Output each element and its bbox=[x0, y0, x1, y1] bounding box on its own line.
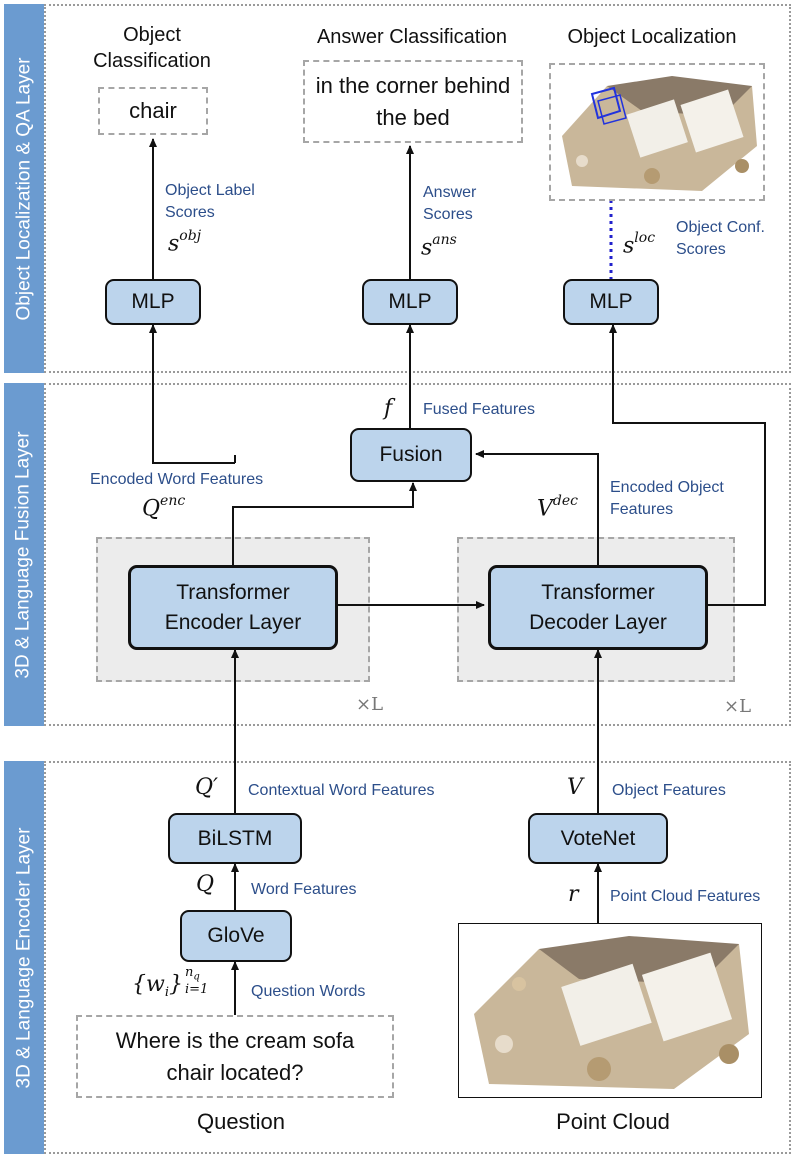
fused-features-label: Fused Features bbox=[423, 401, 536, 418]
layer-frame-top bbox=[44, 4, 791, 373]
s-loc-base: s bbox=[623, 233, 635, 259]
layer-frame-bottom bbox=[44, 761, 791, 1154]
word-features-label: Word Features bbox=[251, 881, 357, 898]
object-conf-scores-label: Object Conf. Scores bbox=[676, 219, 765, 258]
object-localization-title: Object Localization bbox=[567, 26, 737, 48]
v-dec-sup: dec bbox=[552, 493, 578, 509]
point-cloud-render bbox=[474, 936, 749, 1089]
transformer-encoder-layer: Transformer Encoder Layer bbox=[128, 565, 338, 650]
object-conf-scores-symbol: sloc bbox=[623, 230, 656, 259]
votenet-module: VoteNet bbox=[528, 813, 668, 864]
bilstm-module: BiLSTM bbox=[168, 813, 302, 864]
q-enc-sup: enc bbox=[160, 493, 186, 509]
encoded-object-features-symbol: Vdec bbox=[537, 493, 578, 522]
i-range: i=1 bbox=[185, 981, 209, 997]
mlp-mid: MLP bbox=[362, 279, 458, 325]
nq-base: n bbox=[185, 965, 194, 980]
object-classification-title: Object Classification bbox=[93, 24, 211, 72]
object-label-scores-label: Object Label Scores bbox=[165, 182, 255, 221]
glove-module: GloVe bbox=[180, 910, 292, 962]
object-features-symbol: V bbox=[567, 775, 583, 800]
fusion-module: Fusion bbox=[350, 428, 472, 482]
word-features-symbol: Q bbox=[196, 872, 215, 897]
object-label-scores-symbol: sobj bbox=[168, 228, 202, 257]
decoder-repeat-label: ×L bbox=[724, 696, 752, 717]
layer-tab-middle: 3D & Language Fusion Layer bbox=[4, 383, 44, 726]
mlp-right: MLP bbox=[563, 279, 659, 325]
s-obj-base: s bbox=[168, 231, 180, 257]
q-enc-base: Q bbox=[142, 496, 161, 522]
s-ans-sup: ans bbox=[432, 232, 457, 248]
answer-scores-label: Answer Scores bbox=[423, 184, 477, 223]
w-open: {w bbox=[132, 971, 165, 997]
transformer-decoder-layer: Transformer Decoder Layer bbox=[488, 565, 708, 650]
contextual-word-features-symbol: Q′ bbox=[195, 775, 219, 800]
fused-features-symbol: f bbox=[384, 396, 393, 421]
point-cloud-features-symbol: r bbox=[568, 882, 579, 907]
point-cloud-render-small bbox=[562, 76, 757, 191]
s-obj-sup: obj bbox=[179, 228, 202, 244]
nq-sub: q bbox=[193, 971, 200, 983]
encoded-word-features-symbol: Qenc bbox=[142, 493, 186, 522]
answer-scores-symbol: sans bbox=[421, 232, 457, 261]
layer-tab-top: Object Localization & QA Layer bbox=[4, 4, 44, 373]
w-sub: i bbox=[164, 985, 169, 1001]
layer-tab-bottom: 3D & Language Encoder Layer bbox=[4, 761, 44, 1154]
answer-classification-title: Answer Classification bbox=[316, 26, 508, 48]
encoded-word-features-label: Encoded Word Features bbox=[90, 471, 264, 488]
point-cloud-image bbox=[458, 923, 762, 1098]
mlp-left: MLP bbox=[105, 279, 201, 325]
question-caption: Question bbox=[196, 1109, 286, 1134]
question-input: Where is the cream sofa chair located? bbox=[76, 1015, 394, 1098]
object-features-label: Object Features bbox=[612, 782, 726, 799]
contextual-word-features-label: Contextual Word Features bbox=[248, 782, 435, 799]
point-cloud-caption: Point Cloud bbox=[556, 1109, 670, 1134]
question-words-label: Question Words bbox=[251, 983, 366, 1000]
s-loc-sup: loc bbox=[634, 230, 656, 246]
layer-frame-middle bbox=[44, 383, 791, 726]
s-ans-base: s bbox=[421, 235, 433, 261]
object-class-output: chair bbox=[98, 87, 208, 135]
w-close: } bbox=[169, 971, 183, 997]
encoder-repeat-label: ×L bbox=[356, 694, 384, 715]
point-cloud-features-label: Point Cloud Features bbox=[610, 888, 761, 905]
answer-output: in the corner behind the bed bbox=[303, 60, 523, 143]
encoded-object-features-label: Encoded Object Features bbox=[610, 479, 724, 518]
v-dec-base: V bbox=[537, 496, 553, 522]
object-localization-image bbox=[549, 63, 765, 201]
